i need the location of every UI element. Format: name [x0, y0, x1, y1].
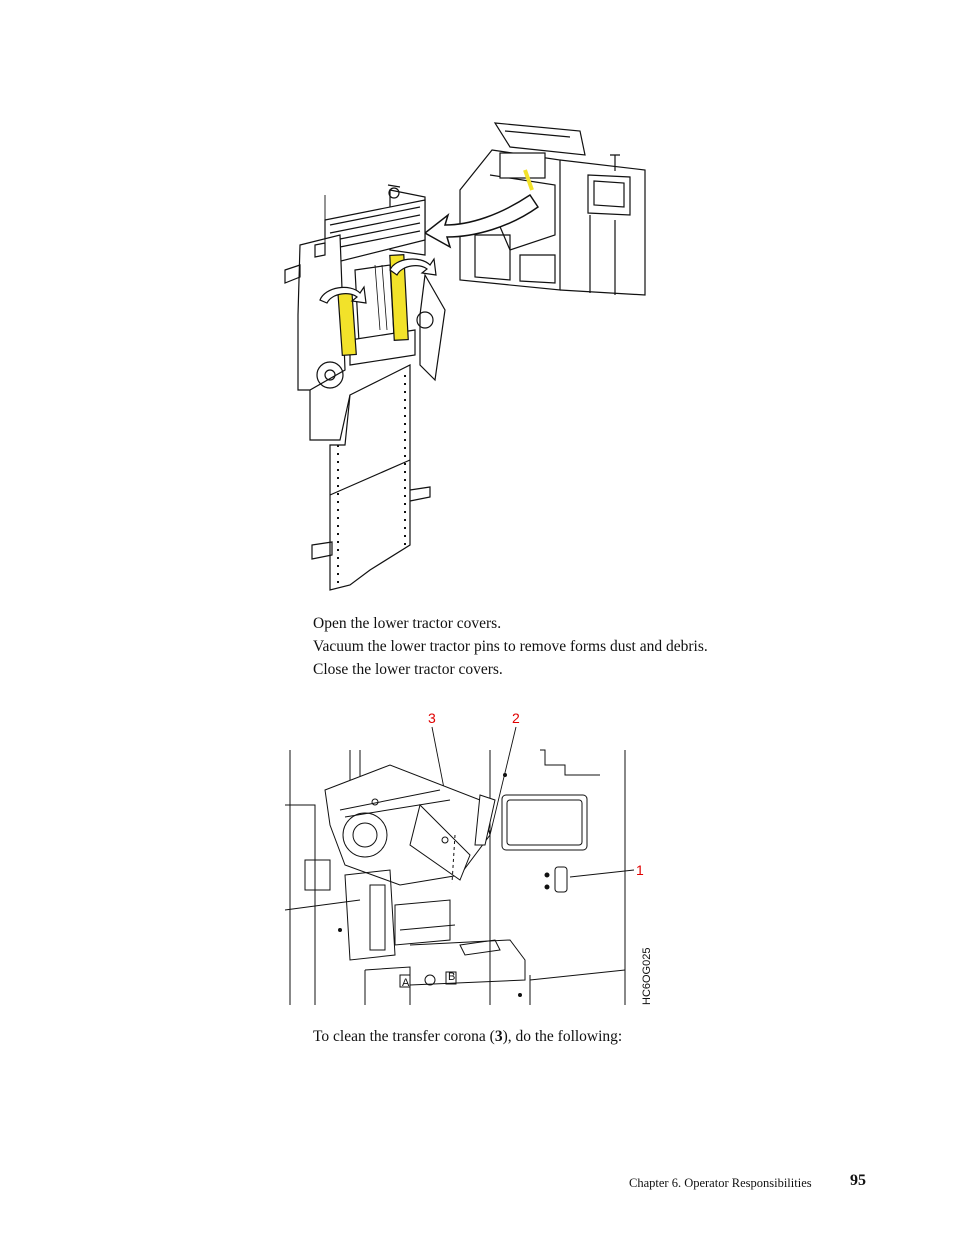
tractor-assembly — [284, 184, 446, 441]
figure-id: HC6OG025 — [641, 948, 653, 1005]
transfer-corona-instruction: To clean the transfer corona (3), do the… — [313, 1027, 622, 1047]
callout-3: 3 — [428, 710, 436, 726]
continuous-forms — [311, 364, 431, 591]
transfer-corona-figure: 3 2 1 — [284, 710, 653, 1005]
instruction-suffix: ), do the following: — [502, 1028, 623, 1045]
tractor-cover-right — [389, 254, 409, 341]
instruction-prefix: To clean the transfer corona ( — [313, 1028, 495, 1045]
panel-label-b: B — [448, 971, 455, 983]
pointer-arrow — [423, 193, 540, 249]
instruction-ref: 3 — [494, 1028, 503, 1045]
callout-2: 2 — [512, 710, 520, 726]
printer-overview-inset — [459, 122, 646, 296]
step-close-covers: Close the lower tractor covers. — [313, 661, 503, 678]
page-number: 95 — [850, 1172, 866, 1189]
step-open-covers: Open the lower tractor covers. — [313, 615, 502, 632]
printer-interior-drawing — [284, 749, 626, 1005]
step-vacuum-pins: Vacuum the lower tractor pins to remove … — [313, 638, 708, 655]
footer-chapter: Chapter 6. Operator Responsibilities — [629, 1176, 812, 1190]
panel-label-a: A — [402, 977, 410, 989]
lower-tractor-figure — [284, 122, 646, 591]
callout-1: 1 — [636, 862, 644, 878]
